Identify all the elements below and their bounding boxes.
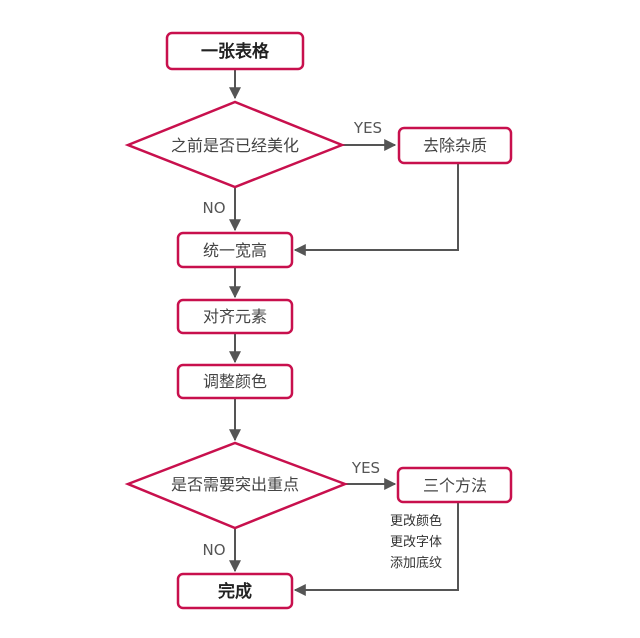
node-color: 调整颜色 (176, 363, 294, 400)
node-unify-label: 统一宽高 (203, 241, 267, 260)
node-start-label: 一张表格 (201, 41, 270, 62)
node-decision1: 之前是否已经美化 (124, 100, 346, 189)
node-methods: 三个方法 (396, 466, 513, 504)
edge-label-d2-no: NO (202, 541, 225, 559)
edge-methods-to-end (293, 502, 459, 596)
node-decision2: 是否需要突出重点 (124, 441, 349, 530)
node-decision1-label: 之前是否已经美化 (171, 136, 299, 155)
node-start: 一张表格 (165, 31, 305, 71)
node-methods-label: 三个方法 (423, 476, 487, 495)
node-align: 对齐元素 (176, 298, 294, 335)
edges (229, 69, 459, 596)
node-color-label: 调整颜色 (203, 372, 267, 391)
edge-label-d1-yes: YES (353, 119, 382, 137)
node-end: 完成 (176, 572, 294, 610)
method-item-1: 更改颜色 (390, 513, 442, 529)
edge-label-d1-no: NO (202, 199, 225, 217)
node-decision2-label: 是否需要突出重点 (171, 475, 299, 494)
node-align-label: 对齐元素 (203, 307, 267, 326)
node-clean-label: 去除杂质 (423, 136, 487, 155)
edge-clean-to-unify (293, 163, 459, 256)
method-item-3: 添加底纹 (390, 555, 442, 571)
node-end-label: 完成 (218, 581, 252, 602)
node-unify: 统一宽高 (176, 231, 294, 269)
edge-label-d2-yes: YES (351, 459, 380, 477)
method-item-2: 更改字体 (390, 535, 442, 550)
node-clean: 去除杂质 (397, 126, 513, 165)
